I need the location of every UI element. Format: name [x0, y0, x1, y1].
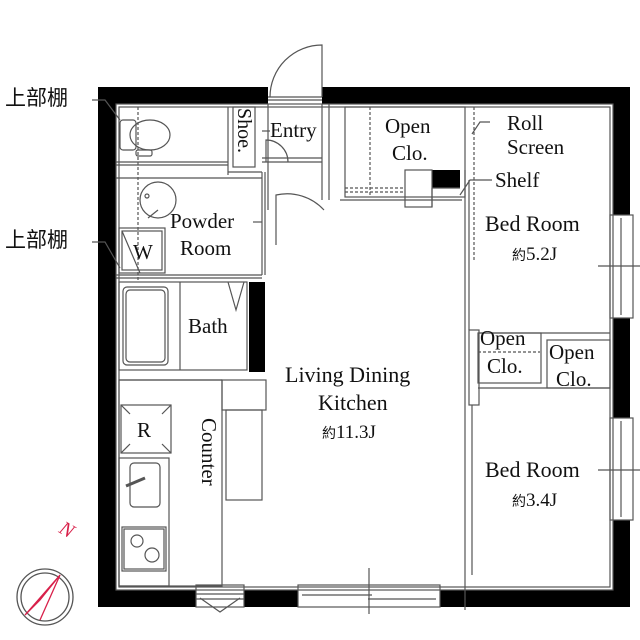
bedroom-2-area-prefix: 約 [512, 494, 526, 510]
bedroom-2-label: Bed Room [485, 457, 580, 482]
open-closet-mid-right-line2: Clo. [556, 367, 592, 391]
open-closet-top-line1: Open [385, 114, 431, 138]
shoe-cabinet-label: Shoe. [233, 108, 255, 153]
ldk-area-value: 11.3J [336, 422, 376, 443]
powder-room-label-line2: Room [180, 236, 232, 260]
ldk-label-line1: Living Dining [285, 362, 411, 387]
compass-icon [16, 568, 74, 626]
ldk-area-prefix: 約 [322, 426, 336, 442]
counter-label: Counter [197, 418, 221, 486]
open-closet-mid-right-line1: Open [549, 340, 595, 364]
bedroom-2-area-value: 3.4J [526, 490, 558, 511]
powder-room-label-line1: Powder [170, 209, 235, 233]
interior-lines [92, 44, 640, 614]
entry-label: Entry [270, 118, 317, 142]
ldk-area: 約11.3J [322, 423, 376, 442]
shelf-label: Shelf [495, 168, 540, 192]
exterior-walls [98, 87, 630, 607]
upper-shelf-label-1: 上部棚 [5, 86, 68, 110]
open-closet-top-line2: Clo. [392, 141, 428, 165]
refrigerator-symbol: R [137, 418, 152, 442]
roll-screen-label-line2: Screen [507, 135, 565, 159]
bedroom-1-area-prefix: 約 [512, 248, 526, 264]
open-closet-mid-left-line2: Clo. [487, 354, 523, 378]
open-closet-mid-left-line1: Open [480, 326, 526, 350]
bedroom-2-area: 約3.4J [512, 491, 557, 510]
washer-symbol: W [133, 240, 153, 264]
bedroom-1-label: Bed Room [485, 211, 580, 236]
ldk-label-line2: Kitchen [318, 390, 388, 415]
upper-shelf-label-2: 上部棚 [5, 228, 68, 252]
bath-label: Bath [188, 314, 228, 338]
roll-screen-label-line1: Roll [507, 111, 544, 135]
bedroom-1-area-value: 5.2J [526, 244, 558, 265]
bedroom-1-area: 約5.2J [512, 245, 557, 264]
